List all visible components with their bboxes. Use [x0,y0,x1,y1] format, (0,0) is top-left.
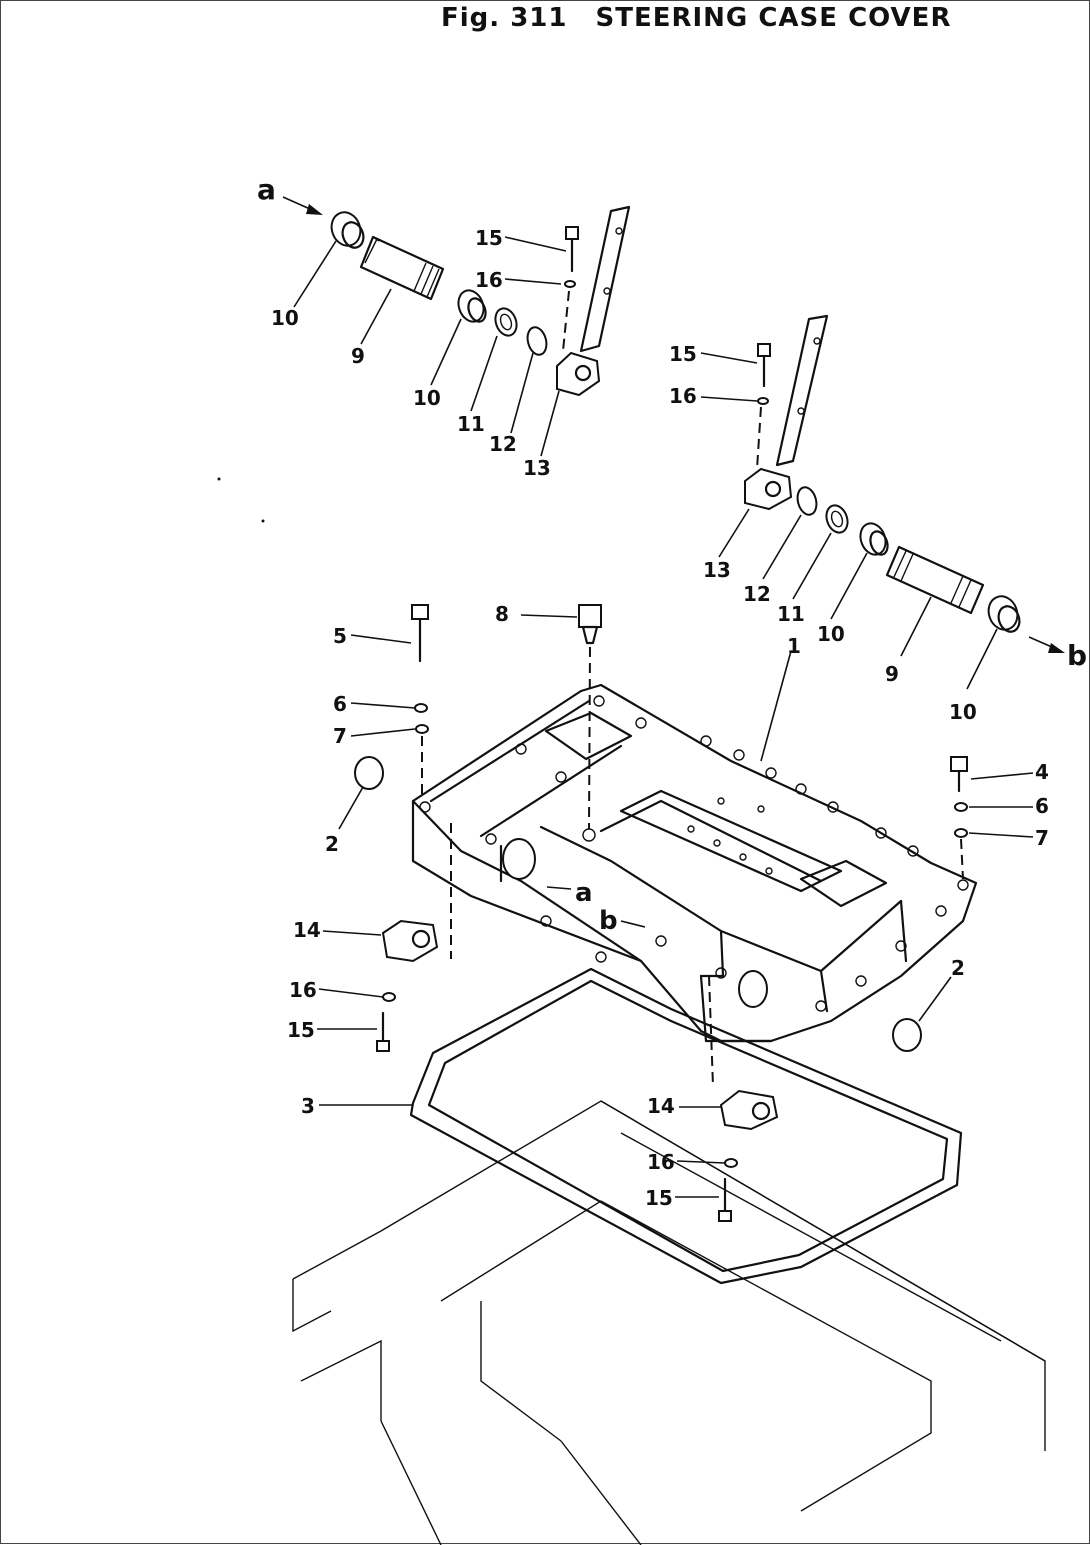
callout-9: 9 [885,662,899,686]
callout-16: 16 [289,978,317,1002]
callout-2: 2 [325,832,339,856]
callout-6: 6 [333,692,347,716]
callout-1: 1 [787,634,801,658]
left-shaft-assembly [282,196,631,397]
callout-10: 10 [949,700,977,724]
print-speck [261,519,265,523]
figure-number: Fig. 311 [441,3,568,33]
plug-8 [578,604,602,830]
callout-8: 8 [495,602,509,626]
callout-14: 14 [293,918,321,942]
callout-4: 4 [1035,760,1049,784]
washer-12-left [526,326,548,356]
figure-name: STEERING CASE COVER [595,3,952,33]
callout-10: 10 [817,622,845,646]
callout-10: 10 [271,306,299,330]
callout-labels: a b a b 15 16 10 9 10 11 12 13 15 16 13 … [257,173,1087,1210]
plug-2-left [354,756,384,790]
bearing-10-right-end [987,595,1021,633]
shaft-9-left [359,235,445,301]
shaft-9-right [885,545,985,615]
ref-b-mid: b [599,906,618,936]
steering-lever-13-left [556,205,631,397]
print-speck [217,477,221,481]
leader-lines [293,236,1034,1198]
callout-15: 15 [669,342,697,366]
callout-15: 15 [287,1018,315,1042]
callout-3: 3 [301,1094,315,1118]
right-shaft-assembly [744,314,1065,653]
needle-bearing-11-right [825,504,849,534]
callout-6: 6 [1035,794,1049,818]
steering-lever-13-right [744,314,829,511]
callout-16: 16 [475,268,503,292]
plug-2-right [892,1018,922,1052]
callout-15: 15 [475,226,503,250]
steering-case-frame [292,1100,1046,1545]
callout-7: 7 [1035,826,1049,850]
bolt-15-right [756,343,771,470]
lever-14-right [718,1089,779,1222]
callout-2: 2 [951,956,965,980]
ref-b-right: b [1067,639,1087,672]
callout-10: 10 [413,386,441,410]
callout-15: 15 [645,1186,673,1210]
callout-12: 12 [743,582,771,606]
bearing-10-right [859,522,889,556]
port-b [738,970,768,1008]
washer-12-right [796,486,818,516]
steering-case-cover [411,683,978,1087]
callout-14: 14 [647,1094,675,1118]
callout-13: 13 [523,456,551,480]
callout-13: 13 [703,558,731,582]
port-a [502,838,536,880]
ref-a-top: a [257,173,276,206]
lever-14-left [376,919,439,1052]
callout-7: 7 [333,724,347,748]
bearing-10-left-end [330,211,365,249]
gasket-3 [409,967,963,1285]
callout-9: 9 [351,344,365,368]
bolt-5 [411,604,429,799]
needle-bearing-11-left [494,307,518,337]
bolt-4 [950,756,968,880]
bearing-10-left [457,289,487,323]
callout-16: 16 [647,1150,675,1174]
bolt-15-left [562,226,579,352]
ref-a-mid: a [575,878,593,908]
figure-title: Fig. 311 STEERING CASE COVER [441,3,951,33]
callout-16: 16 [669,384,697,408]
callout-12: 12 [489,432,517,456]
callout-5: 5 [333,624,347,648]
callout-11: 11 [777,602,805,626]
callout-11: 11 [457,412,485,436]
